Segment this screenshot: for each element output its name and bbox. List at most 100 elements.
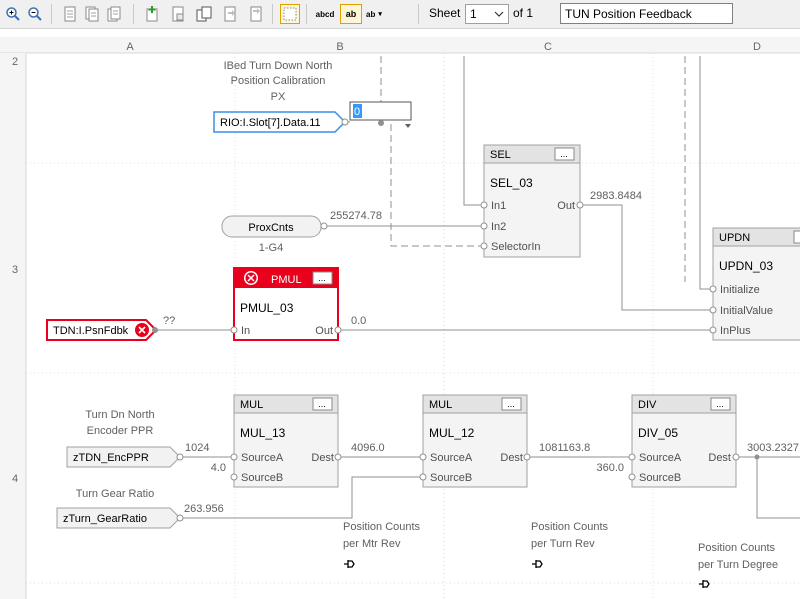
sel-out-wire bbox=[582, 205, 713, 310]
sheet-chevron-down-icon[interactable] bbox=[493, 5, 505, 26]
value-edit-box[interactable]: 0 bbox=[350, 102, 411, 128]
sel-name-label: SEL_03 bbox=[490, 176, 533, 190]
sheet-title-field[interactable]: TUN Position Feedback bbox=[560, 3, 733, 24]
gear-ratio-value: 263.956 bbox=[184, 503, 224, 515]
edit-dropdown-icon[interactable] bbox=[405, 124, 411, 128]
show-text-button[interactable]: abcd bbox=[313, 4, 337, 24]
ibed-comment-line3: PX bbox=[271, 91, 286, 103]
sheet-forward-icon[interactable] bbox=[246, 4, 266, 24]
row-header-bar bbox=[0, 53, 26, 599]
error-icon bbox=[135, 323, 149, 337]
div05-block[interactable]: DIV ... DIV_05 SourceA SourceB Dest bbox=[629, 395, 739, 487]
sel-block[interactable]: SEL ... SEL_03 In1 In2 SelectorIn Out bbox=[481, 145, 583, 257]
turn-rev-comment-line1: Position Counts bbox=[531, 521, 609, 533]
sel-selectorin-pin: SelectorIn bbox=[491, 241, 541, 253]
toolbar-separator bbox=[306, 4, 307, 24]
proxcnts-input-reference[interactable]: ProxCnts bbox=[222, 216, 327, 237]
encoder-comment-line2: Encoder PPR bbox=[87, 425, 154, 437]
pmul-block[interactable]: PMUL ... PMUL_03 In Out bbox=[231, 268, 341, 340]
updn-initialvalue-pin: InitialValue bbox=[720, 305, 773, 317]
enc-ppr-input-reference[interactable]: zTDN_EncPPR bbox=[67, 447, 183, 467]
div05-sourceb-pin: SourceB bbox=[639, 472, 681, 484]
text-style-label: ab bbox=[366, 10, 375, 19]
div05-dest-pin: Dest bbox=[708, 452, 731, 464]
mul12-block[interactable]: MUL ... MUL_12 SourceA SourceB Dest bbox=[420, 395, 530, 487]
mtr-rev-comment-line1: Position Counts bbox=[343, 521, 421, 533]
pmul-out-value: 0.0 bbox=[351, 315, 366, 327]
ibed-comment-line1: IBed Turn Down North bbox=[224, 60, 333, 72]
page-copy-icon[interactable] bbox=[104, 4, 124, 24]
sel-in2-pin: In2 bbox=[491, 221, 506, 233]
toolbar-separator bbox=[418, 4, 419, 24]
updn-name-label: UPDN_03 bbox=[719, 259, 773, 273]
turn-rev-comment-line2: per Turn Rev bbox=[531, 538, 595, 550]
div05-ellipsis: ... bbox=[716, 399, 724, 409]
enc-ppr-value: 1024 bbox=[185, 442, 209, 454]
mul13-type-label: MUL bbox=[240, 399, 263, 411]
div05-name-label: DIV_05 bbox=[638, 426, 678, 440]
toolbar-separator bbox=[51, 4, 52, 24]
mul13-dest-pin: Dest bbox=[311, 452, 334, 464]
toolbar: abcd ab ab ▾ Sheet of 1 TUN Position Fee… bbox=[0, 0, 800, 29]
updn-properties-button[interactable] bbox=[794, 231, 800, 243]
tdn-input-reference[interactable]: TDN:I.PsnFdbk bbox=[47, 320, 158, 340]
mul12-dest-value: 1081163.8 bbox=[539, 442, 590, 454]
zoom-in-icon[interactable] bbox=[3, 4, 23, 24]
sel-ellipsis: ... bbox=[560, 149, 568, 159]
mul12-name-label: MUL_12 bbox=[429, 426, 475, 440]
mtr-rev-comment-line2: per Mtr Rev bbox=[343, 538, 401, 550]
sel-out-value: 2983.8484 bbox=[590, 190, 642, 202]
updn-inplus-pin: InPlus bbox=[720, 325, 751, 337]
column-header-bar bbox=[0, 37, 800, 53]
gear-ratio-input-reference[interactable]: zTurn_GearRatio bbox=[57, 508, 183, 528]
sheet-label: Sheet bbox=[429, 6, 460, 20]
row-4-label: 4 bbox=[12, 473, 18, 485]
fbd-sheet: .hdr { font-size:11px; fill:#666; } .cm … bbox=[0, 28, 800, 599]
gear-ratio-comment: Turn Gear Ratio bbox=[76, 488, 154, 500]
page-icon[interactable] bbox=[60, 4, 80, 24]
mul13-block[interactable]: MUL ... MUL_13 SourceA SourceB Dest bbox=[231, 395, 341, 487]
mul13-sourcea-pin: SourceA bbox=[241, 452, 284, 464]
chevron-down-icon: ▾ bbox=[378, 10, 382, 18]
new-sheet-icon[interactable] bbox=[142, 4, 162, 24]
sheet-back-icon[interactable] bbox=[220, 4, 240, 24]
sel-type-label: SEL bbox=[490, 149, 511, 161]
updn-type-label: UPDN bbox=[719, 232, 750, 244]
tdn-unknown-value: ?? bbox=[163, 315, 175, 327]
gear-ratio-tag-label: zTurn_GearRatio bbox=[63, 513, 147, 525]
div05-type-label: DIV bbox=[638, 399, 657, 411]
column-a-label: A bbox=[126, 41, 134, 53]
turn-deg-comment-line2: per Turn Degree bbox=[698, 559, 778, 571]
mul12-sourceb-pin: SourceB bbox=[430, 472, 472, 484]
updn-block[interactable]: UPDN UPDN_03 Initialize InitialValue InP… bbox=[710, 228, 800, 340]
column-c-label: C bbox=[544, 41, 552, 53]
edit-box-value: 0 bbox=[354, 106, 360, 118]
row-3-label: 3 bbox=[12, 264, 18, 276]
encoder-comment-line1: Turn Dn North bbox=[85, 409, 154, 421]
sel-out-pin: Out bbox=[557, 200, 575, 212]
tdn-tag-label: TDN:I.PsnFdbk bbox=[53, 325, 129, 337]
page-list-icon[interactable] bbox=[82, 4, 102, 24]
toolbar-separator bbox=[133, 4, 134, 24]
copy-sheet-icon[interactable] bbox=[194, 4, 214, 24]
wrap-text-label: ab bbox=[346, 10, 357, 18]
pmul-ellipsis: ... bbox=[318, 273, 326, 283]
grid-toggle-icon[interactable] bbox=[280, 4, 300, 24]
sheet-properties-icon[interactable] bbox=[168, 4, 188, 24]
proxcnts-label: ProxCnts bbox=[248, 222, 294, 234]
rio-tag-label: RIO:I.Slot[7].Data.11 bbox=[220, 117, 321, 129]
pmul-in-pin: In bbox=[241, 325, 250, 337]
pin-icon bbox=[344, 560, 354, 568]
pmul-out-pin: Out bbox=[315, 325, 333, 337]
mul13-name-label: MUL_13 bbox=[240, 426, 286, 440]
wrap-text-button[interactable]: ab bbox=[340, 4, 362, 24]
sel-in1-pin: In1 bbox=[491, 200, 506, 212]
pin-icon bbox=[532, 560, 542, 568]
mul12-sourcea-pin: SourceA bbox=[430, 452, 473, 464]
text-style-dropdown[interactable]: ab ▾ bbox=[366, 4, 392, 24]
proxcnts-value: 255274.78 bbox=[330, 210, 382, 222]
ibed-comment-line2: Position Calibration bbox=[231, 75, 326, 87]
mul12-ellipsis: ... bbox=[507, 399, 515, 409]
zoom-out-icon[interactable] bbox=[25, 4, 45, 24]
rio-input-reference[interactable]: RIO:I.Slot[7].Data.11 bbox=[214, 112, 348, 132]
